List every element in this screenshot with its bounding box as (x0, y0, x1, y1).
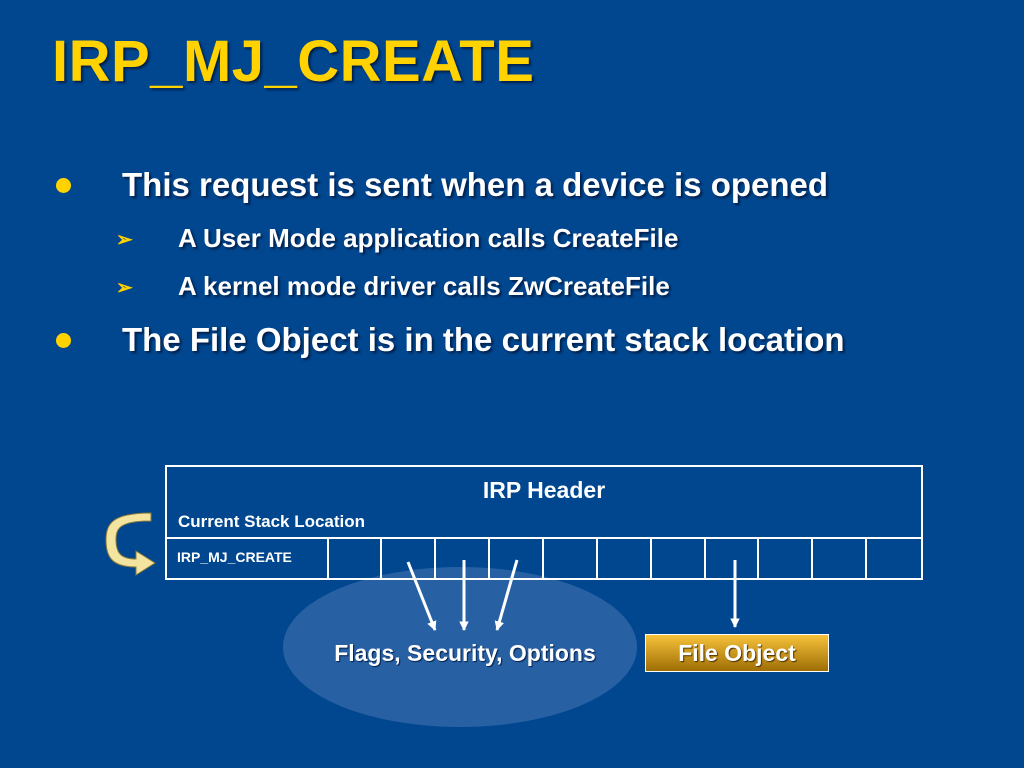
stack-cell (652, 539, 706, 580)
slide-title: IRP_MJ_CREATE (52, 29, 535, 94)
bullet-item: This request is sent when a device is op… (56, 165, 1002, 205)
sub-bullet-item: ➢ A User Mode application calls CreateFi… (116, 222, 978, 254)
flags-ellipse (283, 567, 637, 727)
irp-header-label: IRP Header (482, 477, 606, 503)
sub-bullet-text: A kernel mode driver calls ZwCreateFile (178, 271, 670, 301)
current-stack-location-label: Current Stack Location (178, 512, 366, 531)
sub-bullet-item: ➢ A kernel mode driver calls ZwCreateFil… (116, 270, 978, 302)
arrowhead-bullet-icon: ➢ (116, 229, 133, 251)
sub-bullet-text: A User Mode application calls CreateFile (178, 223, 679, 253)
stack-cell (544, 539, 598, 580)
arrowhead-bullet-icon: ➢ (116, 277, 133, 299)
irp-structure: IRP Header Current Stack Location IRP_MJ… (165, 465, 923, 580)
arrow-options (494, 559, 519, 631)
bullet-item: The File Object is in the current stack … (56, 320, 882, 360)
stack-cell (706, 539, 760, 580)
stack-location-row: IRP_MJ_CREATE (167, 537, 921, 580)
circle-bullet-icon (56, 333, 71, 348)
stack-cell (759, 539, 814, 580)
stack-cell (813, 539, 868, 580)
file-object-box: File Object (645, 634, 829, 672)
bullet-text: The File Object is in the current stack … (122, 321, 845, 358)
stack-cell (490, 539, 545, 580)
stack-cell-major-function: IRP_MJ_CREATE (167, 539, 329, 580)
circle-bullet-icon (56, 178, 71, 193)
stack-cell (329, 539, 383, 580)
stack-cell (598, 539, 652, 580)
arrow-flags (406, 561, 437, 631)
bullet-text: This request is sent when a device is op… (122, 166, 829, 203)
flags-security-options-label: Flags, Security, Options (334, 640, 596, 666)
stack-cell (382, 539, 437, 580)
curved-arrow-icon (105, 512, 156, 576)
stack-cell (436, 539, 491, 580)
